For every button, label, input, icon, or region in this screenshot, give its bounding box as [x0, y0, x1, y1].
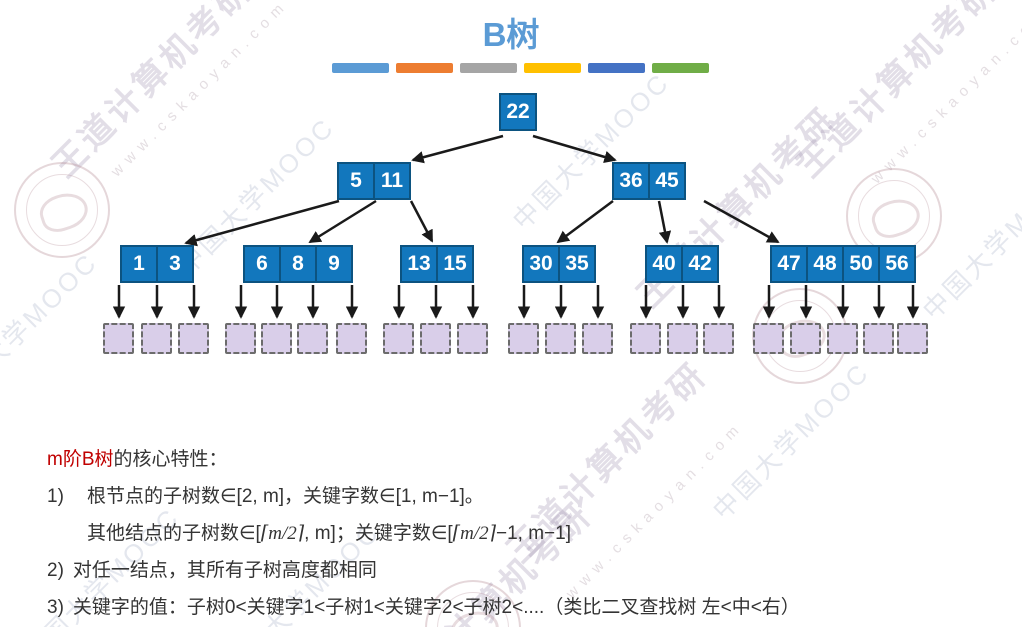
btree-key-42: 42	[681, 245, 719, 283]
note-item-1-line-2: 其他结点的子树数∈[⌈m/2⌉, m]；关键字数∈[⌈m/2⌉−1, m−1]	[47, 515, 997, 552]
note-item-3: 3) 关键字的值：子树0<关键字1<子树1<关键字2<子树2<....（类比二叉查…	[47, 589, 997, 626]
external-leaf-node	[225, 323, 256, 354]
btree-key-48: 48	[806, 245, 844, 283]
external-leaf-node	[261, 323, 292, 354]
external-leaf-node	[863, 323, 894, 354]
notes-heading: m阶B树的核心特性：	[47, 441, 997, 478]
external-leaf-node	[383, 323, 414, 354]
note-item-2-text: 对任一结点，其所有子树高度都相同	[72, 560, 377, 581]
btree-key-3: 3	[156, 245, 194, 283]
external-leaf-node	[897, 323, 928, 354]
note-item-1-text: 根节点的子树数∈[2, m]，关键字数∈[1, m−1]。	[87, 486, 484, 507]
btree-key-5: 5	[337, 162, 375, 200]
external-leaf-node	[827, 323, 858, 354]
decorative-bars	[332, 63, 709, 73]
note-item-1-number: 1)	[47, 486, 64, 507]
notes-heading-rest: 的核心特性：	[113, 449, 228, 470]
watermark-mooc: 中国大学MOOC	[506, 66, 676, 236]
page-title: B树	[482, 16, 540, 53]
btree-key-15: 15	[436, 245, 474, 283]
note-item-2: 2) 对任一结点，其所有子树高度都相同	[47, 552, 997, 589]
external-leaf-node	[667, 323, 698, 354]
note-item-2-number: 2)	[47, 560, 64, 581]
btree-key-1: 1	[120, 245, 158, 283]
external-leaf-node	[178, 323, 209, 354]
external-leaf-node	[457, 323, 488, 354]
btree-key-30: 30	[522, 245, 560, 283]
watermark-mooc: 中国大学MOOC	[0, 246, 104, 416]
btree-key-50: 50	[842, 245, 880, 283]
decorative-bar-1	[332, 63, 389, 73]
note-item-3-text: 关键字的值：子树0<关键字1<子树1<关键字2<子树2<....（类比二叉查找树…	[72, 597, 800, 618]
external-leaf-node	[141, 323, 172, 354]
btree-key-35: 35	[558, 245, 596, 283]
btree-key-47: 47	[770, 245, 808, 283]
btree-key-40: 40	[645, 245, 683, 283]
external-leaf-node	[790, 323, 821, 354]
btree-node-22: 22	[499, 93, 537, 131]
btree-key-6: 6	[243, 245, 281, 283]
external-leaf-node	[753, 323, 784, 354]
external-leaf-node	[336, 323, 367, 354]
note-item-1-line-1: 1) 根节点的子树数∈[2, m]，关键字数∈[1, m−1]。	[47, 478, 997, 515]
btree-key-13: 13	[400, 245, 438, 283]
note-text: −1, m−1]	[496, 523, 571, 544]
external-leaf-node	[420, 323, 451, 354]
external-leaf-node	[297, 323, 328, 354]
decorative-bar-3	[460, 63, 517, 73]
note-text: 其他结点的子树数∈[	[87, 523, 261, 544]
external-leaf-node	[703, 323, 734, 354]
note-item-3-number: 3)	[47, 597, 64, 618]
external-leaf-node	[508, 323, 539, 354]
wangdao-stamp-icon	[14, 162, 110, 258]
btree-key-8: 8	[279, 245, 317, 283]
external-leaf-node	[545, 323, 576, 354]
decorative-bar-6	[652, 63, 709, 73]
notes-heading-highlight: m阶B树	[47, 449, 114, 470]
decorative-bar-4	[524, 63, 581, 73]
external-leaf-node	[630, 323, 661, 354]
btree-key-11: 11	[373, 162, 411, 200]
btree-key-56: 56	[878, 245, 916, 283]
decorative-bar-5	[588, 63, 645, 73]
btree-key-36: 36	[612, 162, 650, 200]
external-leaf-node	[582, 323, 613, 354]
decorative-bar-2	[396, 63, 453, 73]
notes-block: m阶B树的核心特性： 1) 根节点的子树数∈[2, m]，关键字数∈[1, m−1…	[47, 441, 997, 626]
btree-key-45: 45	[648, 162, 686, 200]
btree-key-9: 9	[315, 245, 353, 283]
btree-key-22: 22	[499, 93, 537, 131]
note-text: , m]；关键字数∈[	[304, 523, 453, 544]
ceiling-m-over-2: ⌈m/2⌉	[452, 523, 496, 544]
watermark-mooc: 中国大学MOOC	[916, 156, 1022, 326]
ceiling-m-over-2: ⌈m/2⌉	[260, 523, 305, 544]
external-leaf-node	[103, 323, 134, 354]
